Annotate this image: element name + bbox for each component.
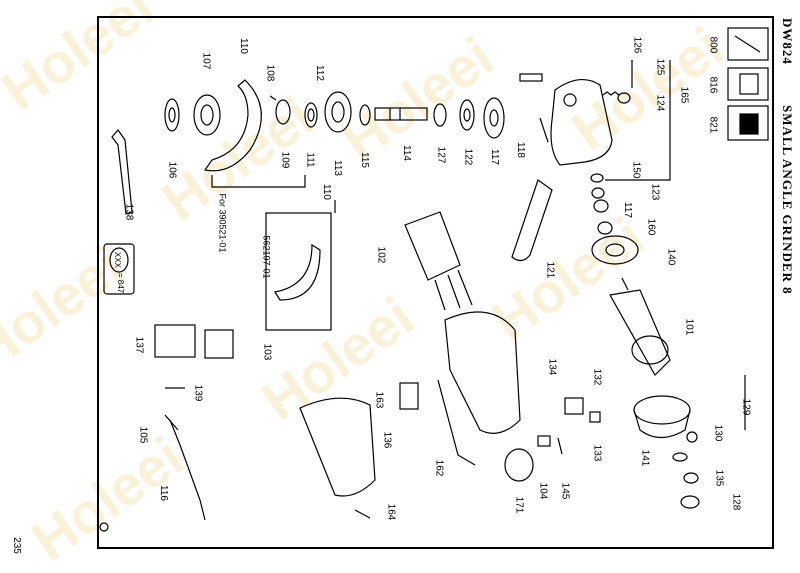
- part-label: 171: [513, 496, 525, 514]
- diagram-frame: [97, 16, 774, 549]
- note-for-ref: For 390521-01: [217, 193, 228, 253]
- part-label: 140: [665, 248, 677, 266]
- part-label: 117: [621, 202, 633, 218]
- part-label: 102: [375, 246, 387, 264]
- part-label: 124: [654, 94, 666, 112]
- legend-symbol: XXX: [113, 251, 123, 269]
- part-label: 116: [157, 485, 169, 501]
- legend-equals: = 847: [116, 272, 126, 294]
- part-label: 821: [707, 116, 719, 134]
- model-code: DW824: [780, 18, 795, 65]
- icon-box-800: [727, 27, 769, 61]
- part-label: 136: [381, 431, 393, 449]
- part-label: 150: [630, 161, 642, 179]
- part-label: 137: [133, 336, 145, 354]
- part-label: 108: [264, 64, 276, 82]
- part-label: 125: [654, 58, 666, 76]
- part-label: 145: [559, 482, 571, 500]
- part-label: 110: [237, 38, 249, 54]
- part-label: 164: [385, 503, 397, 521]
- part-label: 123: [649, 183, 661, 201]
- diagram-title: SMALL ANGLE GRINDER 8: [780, 105, 795, 295]
- part-label: 163: [373, 391, 385, 409]
- part-label: 130: [712, 424, 724, 442]
- part-label: 134: [546, 358, 558, 376]
- part-label: 129: [740, 398, 752, 416]
- part-label: 113: [331, 160, 343, 176]
- part-label: 111: [304, 152, 316, 168]
- page-number: 235: [10, 537, 22, 554]
- part-label: 106: [166, 161, 178, 179]
- part-label: 138: [123, 203, 135, 221]
- part-label: 162: [433, 459, 445, 477]
- part-label: 121: [544, 261, 556, 279]
- part-label: 800: [707, 36, 719, 54]
- part-label: 133: [591, 444, 603, 462]
- part-label: 109: [279, 151, 291, 169]
- part-label: 105: [137, 426, 149, 444]
- part-label: 135: [713, 469, 725, 487]
- part-label: 816: [707, 76, 719, 94]
- part-label: 117: [488, 149, 500, 165]
- part-label: 132: [591, 368, 603, 386]
- part-label: 128: [730, 493, 742, 511]
- part-label: 127: [435, 146, 447, 164]
- part-label: 160: [645, 218, 657, 236]
- part-label: 110: [320, 184, 332, 200]
- part-label: 115: [358, 152, 370, 168]
- part-label: 122: [462, 148, 474, 166]
- icon-box-821: [727, 105, 769, 141]
- part-label: 118: [514, 142, 526, 158]
- part-label: 103: [261, 343, 273, 361]
- part-label: 165: [678, 86, 690, 104]
- part-label: 112: [313, 65, 325, 81]
- part-label: 141: [639, 449, 651, 467]
- icon-box-816: [727, 67, 769, 101]
- part-label: 107: [200, 52, 212, 70]
- part-label: 104: [537, 482, 549, 500]
- part-label: 126: [631, 36, 643, 54]
- part-label: 101: [683, 318, 695, 336]
- part-label: 139: [192, 384, 204, 402]
- part-label: 114: [400, 145, 412, 161]
- note-part-no: 562197-01: [261, 235, 272, 279]
